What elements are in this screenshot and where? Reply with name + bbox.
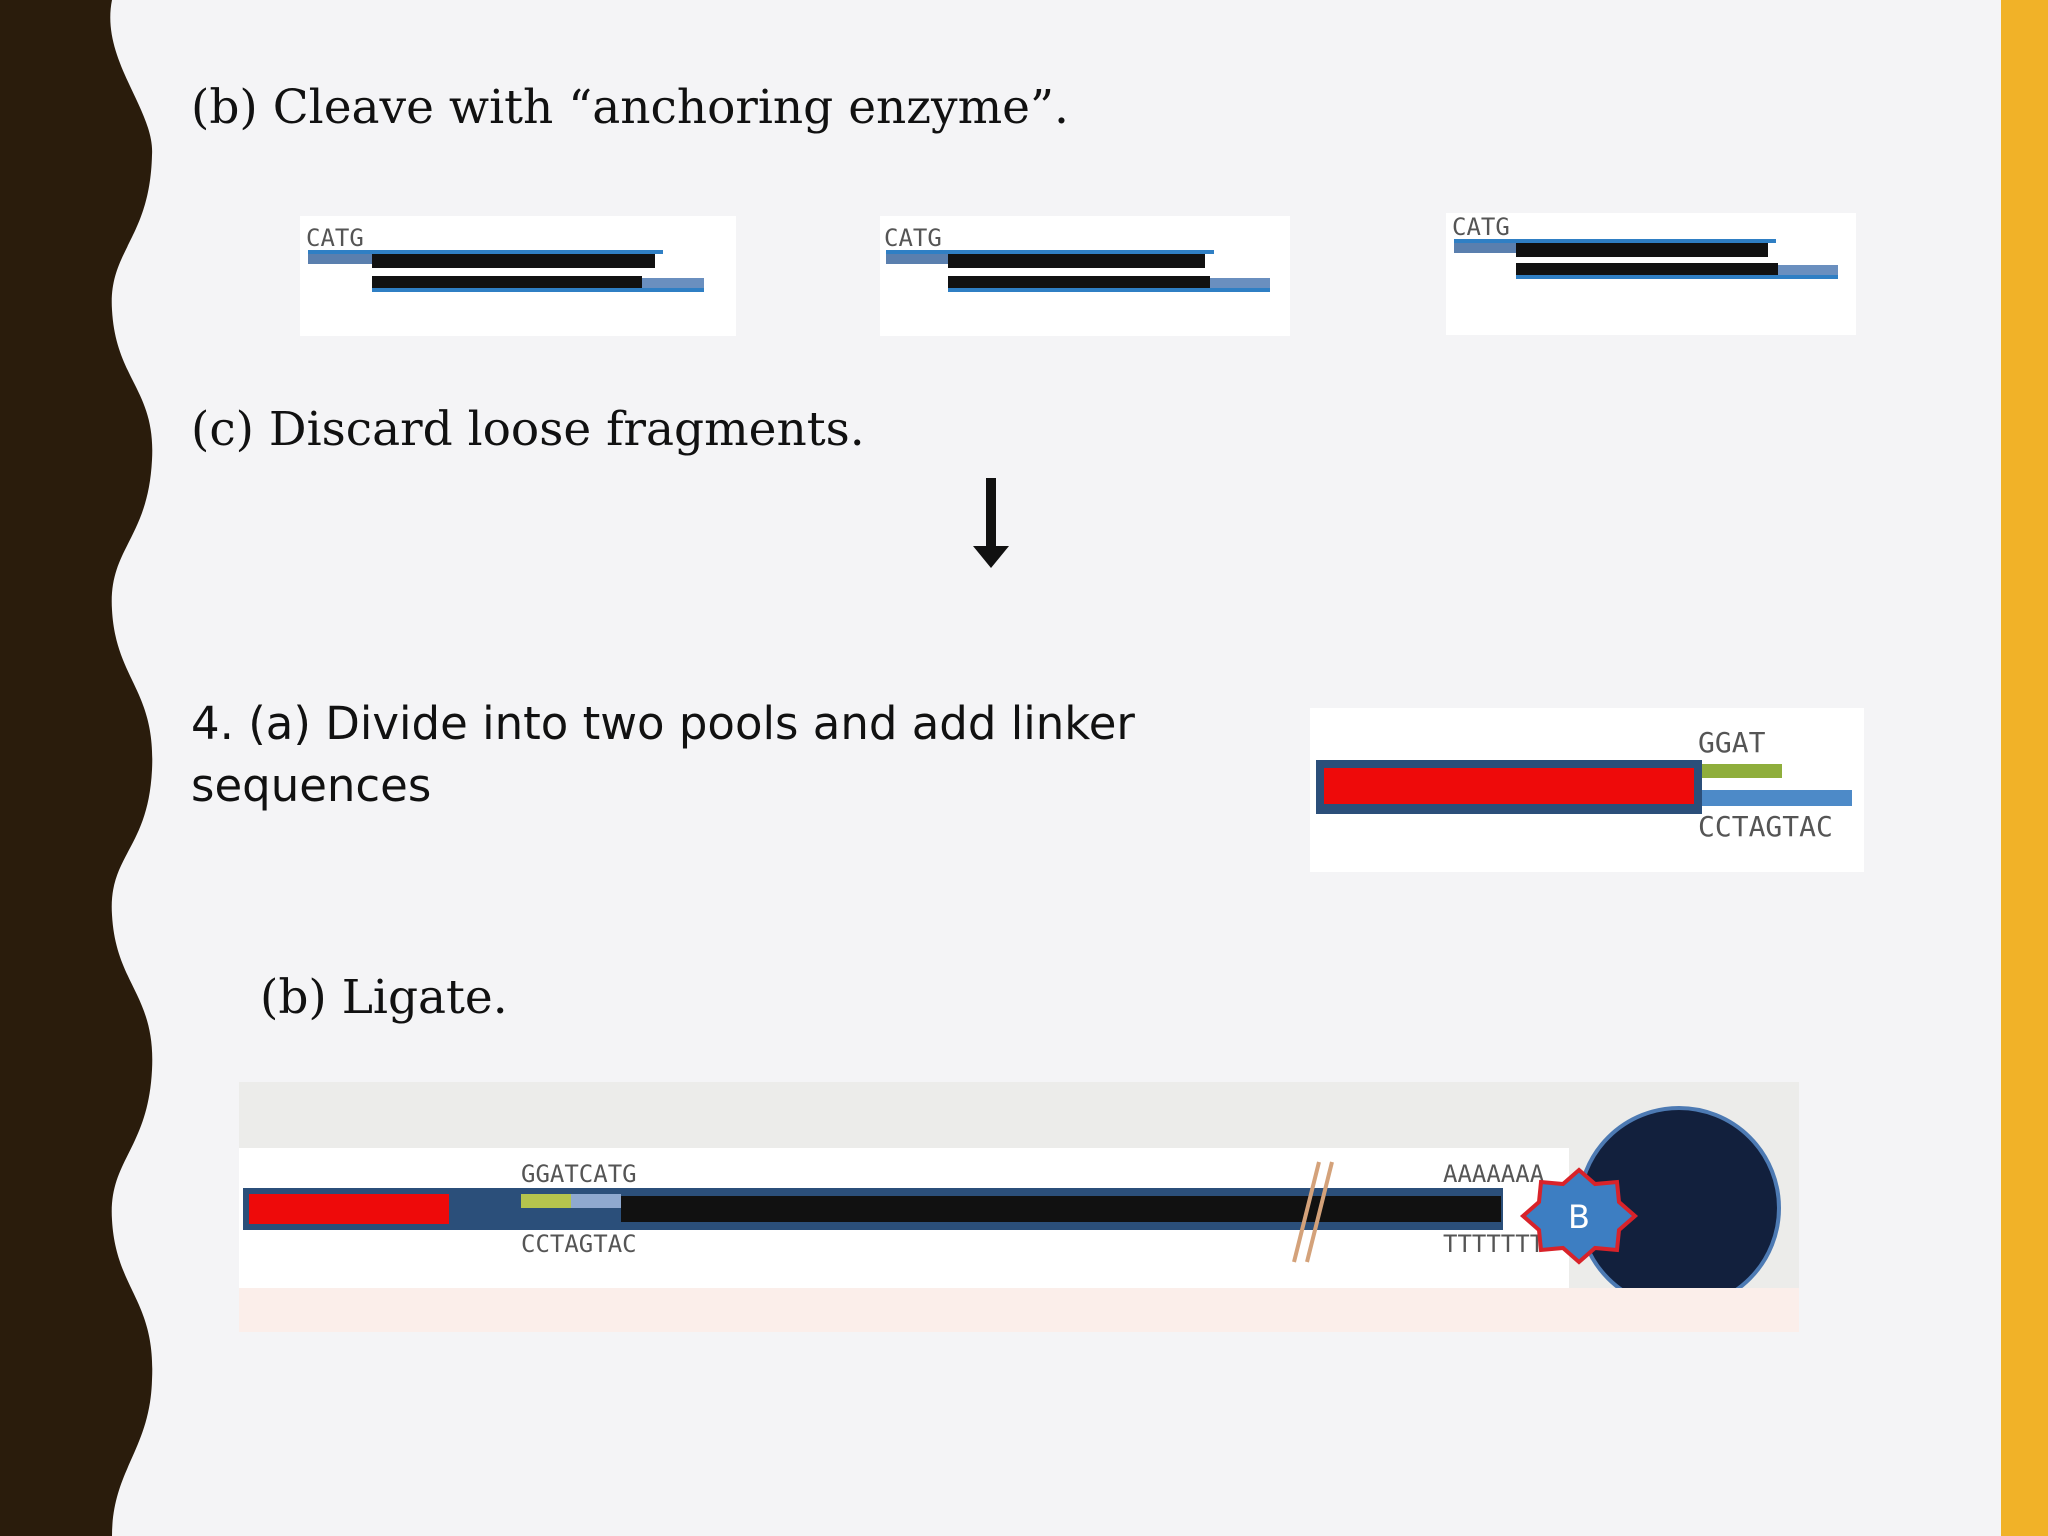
ligation-diagram-panel: GGATCATG CCTAGTAC AAAAAAA TTTTTTT B — [239, 1082, 1799, 1332]
down-arrow-icon — [973, 478, 1009, 568]
ligated-top-left-sequence: GGATCATG — [521, 1160, 637, 1188]
ligated-top-right-sequence: AAAAAAA — [1443, 1160, 1545, 1188]
step-cleave-text: (b) Cleave with “anchoring enzyme”. — [191, 80, 1069, 135]
ligated-bottom-left-sequence: CCTAGTAC — [521, 1230, 637, 1258]
ligated-bottom-right-sequence: TTTTTTT — [1443, 1230, 1544, 1258]
cleaved-fragment-panel: CATG — [300, 216, 736, 336]
step-ligate-text: (b) Ligate. — [260, 970, 508, 1025]
biotin-label: B — [1568, 1198, 1590, 1236]
cleaved-fragment-panel: CATG — [1446, 213, 1856, 335]
linker-bottom-sequence: CCTAGTAC — [1698, 810, 1833, 843]
linker-diagram: GGAT CCTAGTAC — [1316, 726, 1852, 843]
cleaved-fragment-diagram: CATG — [1452, 213, 1838, 279]
step-discard-text: (c) Discard loose fragments. — [191, 402, 865, 457]
wavy-left-border — [0, 0, 153, 1536]
ligation-diagram: GGATCATG CCTAGTAC AAAAAAA TTTTTTT B — [239, 1106, 1799, 1332]
catg-site-label: CATG — [1452, 213, 1510, 241]
step-divide-text: 4. (a) Divide into two pools and add lin… — [191, 697, 1135, 812]
right-accent-bar — [2001, 0, 2048, 1536]
linker-diagram-panel: GGAT CCTAGTAC — [1310, 708, 1864, 872]
cleaved-fragment-panel: CATG — [880, 216, 1290, 336]
biotin-tag-icon — [1519, 1167, 1639, 1265]
cleaved-fragment-diagram: CATG — [884, 224, 1270, 292]
linker-top-sequence: GGAT — [1698, 726, 1766, 759]
cleaved-fragment-diagram: CATG — [306, 224, 704, 292]
catg-site-label: CATG — [884, 224, 942, 252]
catg-site-label: CATG — [306, 224, 364, 252]
